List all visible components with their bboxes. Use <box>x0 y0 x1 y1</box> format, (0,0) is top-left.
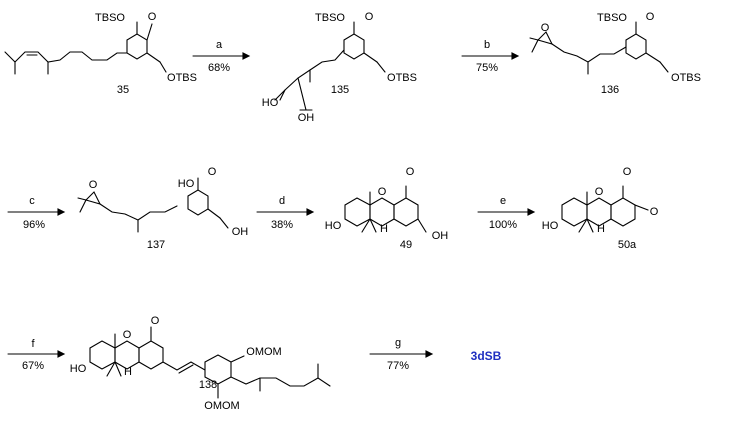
atom-h-138: H <box>124 366 132 378</box>
step-f-yield: 67% <box>21 360 45 372</box>
structure-50a <box>561 185 649 233</box>
atom-otbs-35: OTBS <box>167 72 197 84</box>
compound-label-50a: 50a <box>617 239 637 251</box>
step-e-letter: e <box>499 195 507 207</box>
atom-o-50a: O <box>622 166 632 178</box>
atom-o-ring-50a: O <box>594 186 604 198</box>
atom-o-ring-138: O <box>122 329 132 341</box>
atom-otbs-136: OTBS <box>671 72 701 84</box>
compound-label-138: 138 <box>198 379 218 391</box>
atom-o-epoxide-136: O <box>540 22 550 34</box>
step-c-letter: c <box>29 195 35 207</box>
atom-aldehyde-o-50a: O <box>649 206 659 218</box>
atom-o-136: O <box>645 11 655 23</box>
atom-otbs-135: OTBS <box>387 72 417 84</box>
atom-ho-138: HO <box>69 363 87 375</box>
step-a-letter: a <box>215 39 223 51</box>
atom-o-138: O <box>150 315 160 327</box>
atom-o-49: O <box>405 166 415 178</box>
atom-tbso-136: TBSO <box>597 12 627 24</box>
structure-136 <box>529 21 669 75</box>
atom-ho-137: HO <box>177 178 195 190</box>
atom-oh-135: OH <box>297 112 315 124</box>
atom-o-35: O <box>147 11 157 23</box>
atom-ho-49: HO <box>324 220 342 232</box>
atom-oh-137: OH <box>231 226 249 238</box>
atom-omom-upper-138: OMOM <box>246 346 282 358</box>
atom-o-epoxide-137: O <box>88 179 98 191</box>
compound-label-135: 135 <box>330 84 350 96</box>
atom-ho-50a: HO <box>541 220 559 232</box>
step-d-yield: 38% <box>270 219 294 231</box>
atom-h-50a: H <box>597 223 605 235</box>
step-g-letter: g <box>394 337 402 349</box>
step-g-yield: 77% <box>386 360 410 372</box>
compound-label-35: 35 <box>116 84 130 96</box>
step-d-letter: d <box>278 195 286 207</box>
target-compound-3dSB: 3dSB <box>470 349 502 363</box>
atom-tbso-35: TBSO <box>95 12 125 24</box>
compound-label-49: 49 <box>399 239 413 251</box>
atom-o-137: O <box>207 166 217 178</box>
atom-omom-lower-138: OMOM <box>204 400 240 412</box>
structure-49 <box>344 185 427 233</box>
step-b-yield: 75% <box>475 62 499 74</box>
compound-label-137: 137 <box>146 239 166 251</box>
structure-35 <box>4 21 167 75</box>
step-f-letter: f <box>31 338 35 350</box>
step-c-yield: 96% <box>22 219 46 231</box>
structure-138 <box>89 326 331 399</box>
step-a-yield: 68% <box>207 62 231 74</box>
atom-o-135: O <box>364 11 374 23</box>
atom-o-ring-49: O <box>377 186 387 198</box>
step-b-letter: b <box>483 39 491 51</box>
atom-h-49: H <box>380 223 388 235</box>
atom-oh-49: OH <box>431 230 449 242</box>
atom-ho-135: HO <box>261 97 279 109</box>
atom-tbso-135: TBSO <box>315 12 345 24</box>
compound-label-136: 136 <box>600 84 620 96</box>
step-e-yield: 100% <box>488 219 518 231</box>
structure-135 <box>274 21 386 111</box>
structure-137 <box>77 177 229 233</box>
